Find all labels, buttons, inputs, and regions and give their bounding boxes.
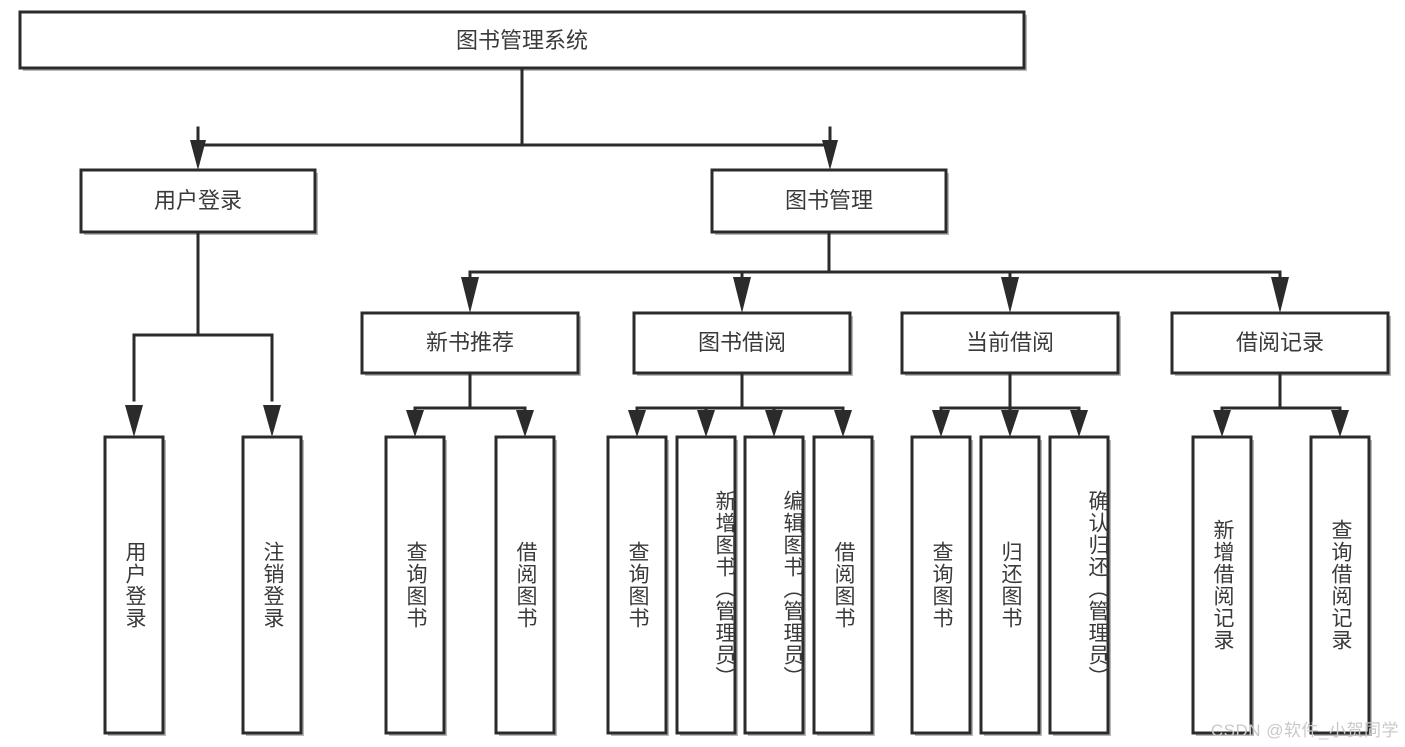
arrow-head-user-login-leaf-1 [125, 405, 143, 437]
node-current-borrow-label: 当前借阅 [966, 330, 1054, 355]
connector-book-borrow-to-leaves [628, 371, 852, 437]
arrow-head-cb-leaf-3 [1070, 410, 1088, 437]
node-book-borrow-box [632, 311, 852, 375]
node-current-borrow[interactable]: 当前借阅 [900, 311, 1121, 376]
arrow-head-to-book-manage [822, 140, 838, 170]
arrow-head-nb-leaf-1 [406, 410, 424, 437]
node-root-box [18, 10, 1026, 70]
leaf-boxes-new-book [384, 435, 557, 736]
arrow-head-to-new-book [461, 277, 479, 313]
leaf-box-bb-2[interactable] [675, 435, 737, 735]
arrow-head-bb-leaf-3 [765, 410, 783, 437]
leaf-boxes-user-login [103, 435, 304, 736]
node-book-borrow-label: 图书借阅 [698, 330, 786, 355]
connector-user-login-to-leaves [125, 230, 281, 437]
leaf-box-bb-3[interactable] [743, 435, 805, 735]
node-book-manage[interactable]: 图书管理 [710, 168, 949, 235]
arrow-head-to-user-login [190, 140, 206, 170]
arrow-head-to-current-borrow [1001, 277, 1019, 313]
node-book-manage-label: 图书管理 [785, 188, 873, 213]
leaf-box-cb-2[interactable] [979, 435, 1041, 735]
node-borrow-record-label: 借阅记录 [1236, 330, 1324, 355]
connector-new-book-to-leaves [406, 371, 534, 437]
leaf-box-cb-3[interactable] [1048, 435, 1110, 735]
arrow-head-br-leaf-1 [1213, 410, 1231, 437]
leaf-box-bb-1[interactable] [606, 435, 668, 735]
arrow-head-cb-leaf-1 [932, 410, 950, 437]
node-borrow-record[interactable]: 借阅记录 [1170, 311, 1391, 376]
leaf-box-nb-1[interactable] [384, 435, 446, 735]
node-root-label: 图书管理系统 [456, 28, 588, 53]
leaf-box-bb-4[interactable] [812, 435, 874, 735]
arrow-head-to-borrow-record [1271, 277, 1289, 313]
leaf-boxes-current-borrow [910, 435, 1111, 736]
leaf-box-ul-1[interactable] [103, 435, 165, 735]
node-book-borrow[interactable]: 图书借阅 [632, 311, 853, 376]
leaf-boxes-book-borrow [606, 435, 875, 736]
watermark: CSDN @软件_小贺同学 [1210, 721, 1399, 740]
node-book-manage-box [710, 168, 948, 234]
node-new-book-recommend-label: 新书推荐 [426, 330, 514, 355]
arrow-head-bb-leaf-1 [628, 410, 646, 437]
connector-root-to-level2 [190, 66, 838, 170]
node-borrow-record-box [1170, 311, 1390, 375]
node-user-login-label: 用户登录 [154, 188, 242, 213]
connector-borrow-record-to-leaves [1213, 371, 1349, 437]
connector-current-borrow-to-leaves [932, 371, 1088, 437]
arrow-head-cb-leaf-2 [1001, 410, 1019, 437]
arrow-head-user-login-leaf-2 [263, 405, 281, 437]
leaf-box-nb-2[interactable] [494, 435, 556, 735]
node-user-login-box [79, 168, 317, 234]
arrow-head-bb-leaf-2 [697, 410, 715, 437]
arrow-head-br-leaf-2 [1331, 410, 1349, 437]
node-root[interactable]: 图书管理系统 [18, 10, 1027, 71]
leaf-box-ul-2[interactable] [241, 435, 303, 735]
arrow-head-bb-leaf-4 [834, 410, 852, 437]
arrow-head-nb-leaf-2 [516, 410, 534, 437]
leaf-box-br-1[interactable] [1191, 435, 1253, 735]
leaf-box-br-2[interactable] [1309, 435, 1371, 735]
connector-book-manage-to-level3 [461, 230, 1289, 313]
leaf-box-cb-1[interactable] [910, 435, 972, 735]
node-new-book-recommend[interactable]: 新书推荐 [360, 311, 581, 376]
leaf-boxes-borrow-record [1191, 435, 1372, 736]
arrow-head-to-book-borrow [733, 277, 751, 313]
node-user-login[interactable]: 用户登录 [79, 168, 318, 235]
